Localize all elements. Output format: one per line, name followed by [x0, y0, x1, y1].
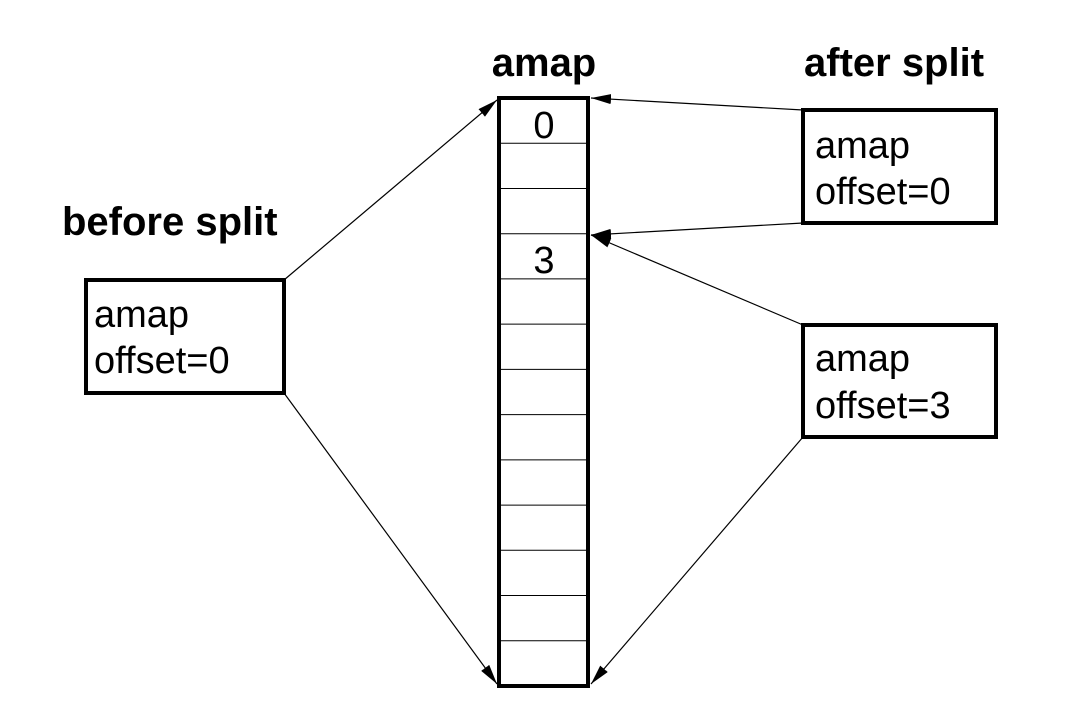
after-split-box-top-line1: amap	[815, 125, 910, 167]
before-split-box: amap offset=0	[84, 278, 286, 395]
after-split-box-bottom-line1: amap	[815, 338, 910, 380]
arrow-before-to-amap-start	[283, 99, 498, 281]
before-split-heading: before split	[62, 200, 278, 244]
arrow-after-top-to-cell-3	[590, 222, 804, 239]
after-split-box-bottom: amap offset=3	[801, 323, 998, 439]
arrow-after-top-to-cell-0	[590, 94, 804, 111]
arrow-after-bottom-to-cell-3	[590, 234, 804, 326]
arrow-before-to-amap-end	[283, 392, 498, 685]
after-split-box-bottom-line2: offset=3	[815, 385, 951, 427]
cell-label-0: 0	[533, 105, 554, 147]
after-split-box-bottom-border	[801, 323, 998, 439]
arrow-after-bottom-to-amap-end	[590, 436, 804, 685]
amap-heading: amap	[492, 41, 597, 85]
after-split-heading: after split	[804, 41, 984, 85]
amap-array: 0 3	[497, 96, 590, 688]
after-split-box-top-border	[801, 108, 998, 225]
after-split-box-top-line2: offset=0	[815, 171, 951, 213]
before-split-box-line1: amap	[94, 294, 189, 336]
amap-array-border	[497, 96, 590, 688]
cell-label-3: 3	[533, 240, 554, 282]
before-split-box-border	[84, 278, 286, 395]
amap-cell-dividers	[499, 142, 588, 642]
before-split-box-line2: offset=0	[94, 340, 230, 382]
after-split-box-top: amap offset=0	[801, 108, 998, 225]
